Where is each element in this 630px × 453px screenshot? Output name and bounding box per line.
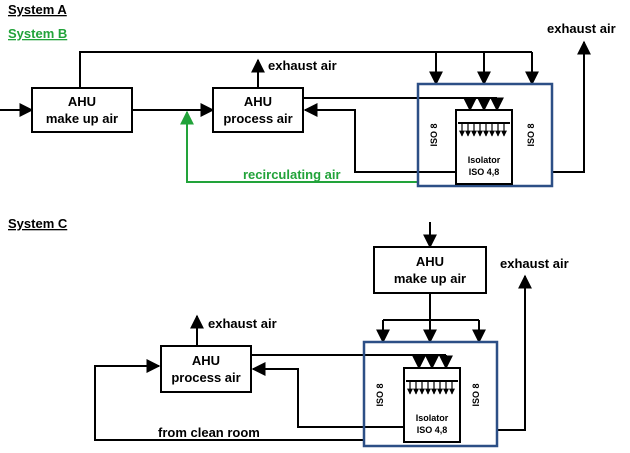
room-exhaust-label: exhaust air (547, 21, 616, 36)
c-from-clean-room-duct (94, 359, 364, 441)
iso8-left-label: ISO 8 (429, 123, 439, 146)
isolator-ab-class: ISO 4,8 (469, 167, 500, 177)
c-room-exhaust-duct (497, 274, 532, 431)
clean-room-c (362, 340, 499, 448)
ahu-makeup-title: AHU (68, 94, 96, 109)
c-ahu-makeup-title: AHU (416, 254, 444, 269)
system-c-heading: System C (8, 216, 68, 231)
room-exhaust-duct (552, 40, 591, 173)
c-ahu-makeup-subtitle: make up air (394, 271, 466, 286)
c-ahu-makeup-box (373, 246, 487, 294)
ahu-process-box (212, 87, 304, 133)
c-process-exhaust-label: exhaust air (208, 316, 277, 331)
isolator-downflow-arrows-c (407, 382, 455, 395)
system-a-heading: System A (8, 2, 67, 17)
c-iso8-left-label: ISO 8 (375, 383, 385, 406)
isolator-return-duct (303, 103, 456, 173)
ahu-makeup-subtitle: make up air (46, 111, 118, 126)
ahu-process-subtitle: process air (223, 111, 292, 126)
iso8-right-label: ISO 8 (526, 123, 536, 146)
process-exhaust-label: exhaust air (268, 58, 337, 73)
ahu-process-title: AHU (244, 94, 272, 109)
isolator-ab-title: Isolator (468, 155, 501, 165)
isolator-downflow-arrows-ab (459, 124, 507, 137)
recirculating-air-label: recirculating air (243, 167, 341, 182)
c-ahu-process-box (160, 345, 252, 393)
recirculating-air-duct (180, 110, 418, 183)
isolator-c-title: Isolator (416, 413, 449, 423)
supply-duct-top (79, 51, 532, 88)
system-b-heading: System B (8, 26, 67, 41)
isolator-c-class: ISO 4,8 (417, 425, 448, 435)
c-from-clean-room-label: from clean room (158, 425, 260, 440)
c-isolator-return-duct (251, 362, 404, 428)
c-ahu-process-title: AHU (192, 353, 220, 368)
ahu-makeup-box (31, 87, 133, 133)
c-ahu-process-subtitle: process air (171, 370, 240, 385)
c-iso8-right-label: ISO 8 (471, 383, 481, 406)
c-room-exhaust-label: exhaust air (500, 256, 569, 271)
clean-room-ab (416, 82, 554, 188)
